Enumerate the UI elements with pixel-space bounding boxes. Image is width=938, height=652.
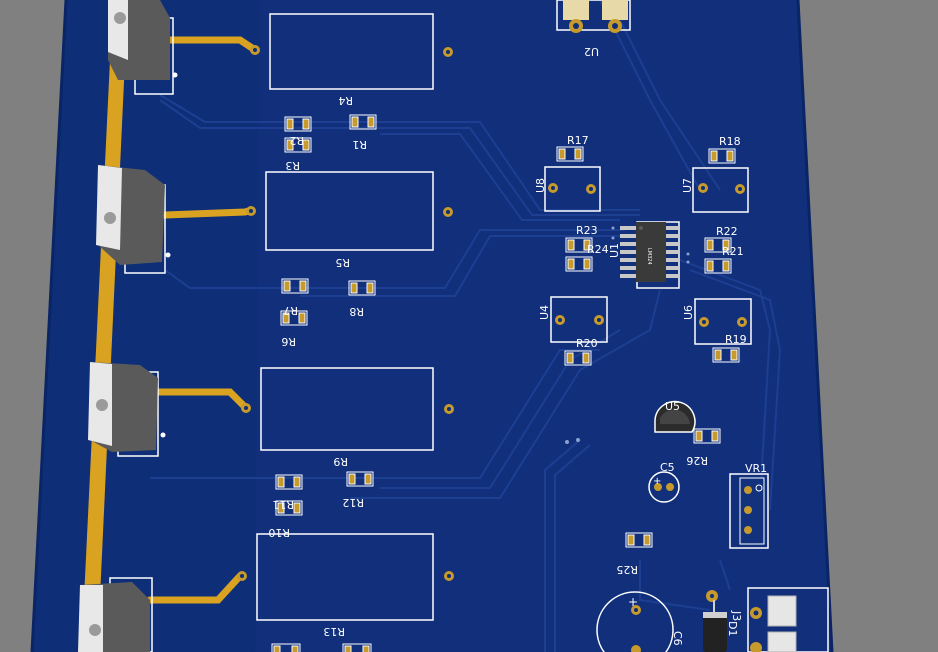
ic-u8: [544, 166, 601, 212]
label-r7: R7: [283, 304, 298, 317]
resistor-r4: [250, 13, 453, 90]
svg-text:+: +: [628, 595, 638, 609]
label-c5: C5: [660, 461, 675, 474]
board-edge-right: [796, 0, 834, 652]
ic-u4: [550, 296, 608, 343]
vias: [565, 226, 690, 444]
label-u2: U2: [584, 45, 599, 58]
label-r19: R19: [725, 333, 747, 346]
label-r21: R21: [722, 245, 744, 258]
label-r24: R24: [587, 243, 609, 256]
transistor-q4: [78, 577, 153, 652]
label-r12: R12: [342, 496, 364, 509]
label-r17: R17: [567, 134, 589, 147]
resistor-r13: [237, 533, 454, 621]
label-r18: R18: [719, 135, 741, 148]
ic-u7: [692, 167, 749, 213]
label-r3: R3: [285, 159, 300, 172]
ic-u1: [620, 221, 680, 289]
label-u7: U7: [681, 178, 694, 193]
label-r25: R25: [616, 563, 638, 576]
label-r13: R13: [323, 625, 345, 638]
capacitor-c5: +: [648, 471, 680, 503]
diode-d1: [703, 590, 727, 652]
label-r20: R20: [576, 337, 598, 350]
transistor-q3: [88, 362, 166, 457]
trimpot-vr1: [729, 473, 769, 549]
label-r11: R11: [272, 498, 294, 511]
label-r5: R5: [335, 256, 350, 269]
label-r8: R8: [349, 305, 364, 318]
label-r1: R1: [352, 138, 367, 151]
label-u8: U8: [534, 178, 547, 193]
label-j3: J3: [730, 610, 743, 621]
label-r26: R26: [686, 454, 708, 467]
smd-resistors: [271, 114, 740, 652]
label-vr1: VR1: [745, 462, 767, 475]
resistor-r9: [241, 367, 454, 451]
resistor-r5: [246, 171, 453, 251]
label-r2: R2: [289, 134, 304, 147]
transistor-q2: [96, 165, 171, 274]
silkscreen-labels: U2 R4 R2 R1 R3 R17 R18 U8 U7 R5 R23 R24 …: [268, 45, 767, 646]
label-r6: R6: [281, 335, 296, 348]
label-r9: R9: [333, 455, 348, 468]
capacitor-c6: +: [596, 591, 674, 652]
ic-u6: [694, 298, 752, 345]
board-edge-left: [30, 0, 68, 652]
connector-j3: [747, 587, 829, 652]
ic-u1-marking: LM324: [646, 248, 652, 265]
label-r23: R23: [576, 224, 598, 237]
label-r4: R4: [338, 94, 353, 107]
label-u4: U4: [538, 305, 551, 320]
label-u5: U5: [665, 400, 680, 413]
label-r22: R22: [716, 225, 738, 238]
label-r10: R10: [268, 526, 290, 539]
label-c6: C6: [671, 631, 684, 646]
label-u6: U6: [682, 305, 695, 320]
label-d1: D1: [726, 621, 739, 636]
copper-traces: [150, 0, 782, 652]
transistor-u5: [654, 400, 696, 433]
label-u1: U1: [608, 243, 621, 258]
svg-text:+: +: [653, 476, 661, 487]
transistor-q1: [108, 0, 178, 95]
ic-u2: [556, 0, 631, 33]
